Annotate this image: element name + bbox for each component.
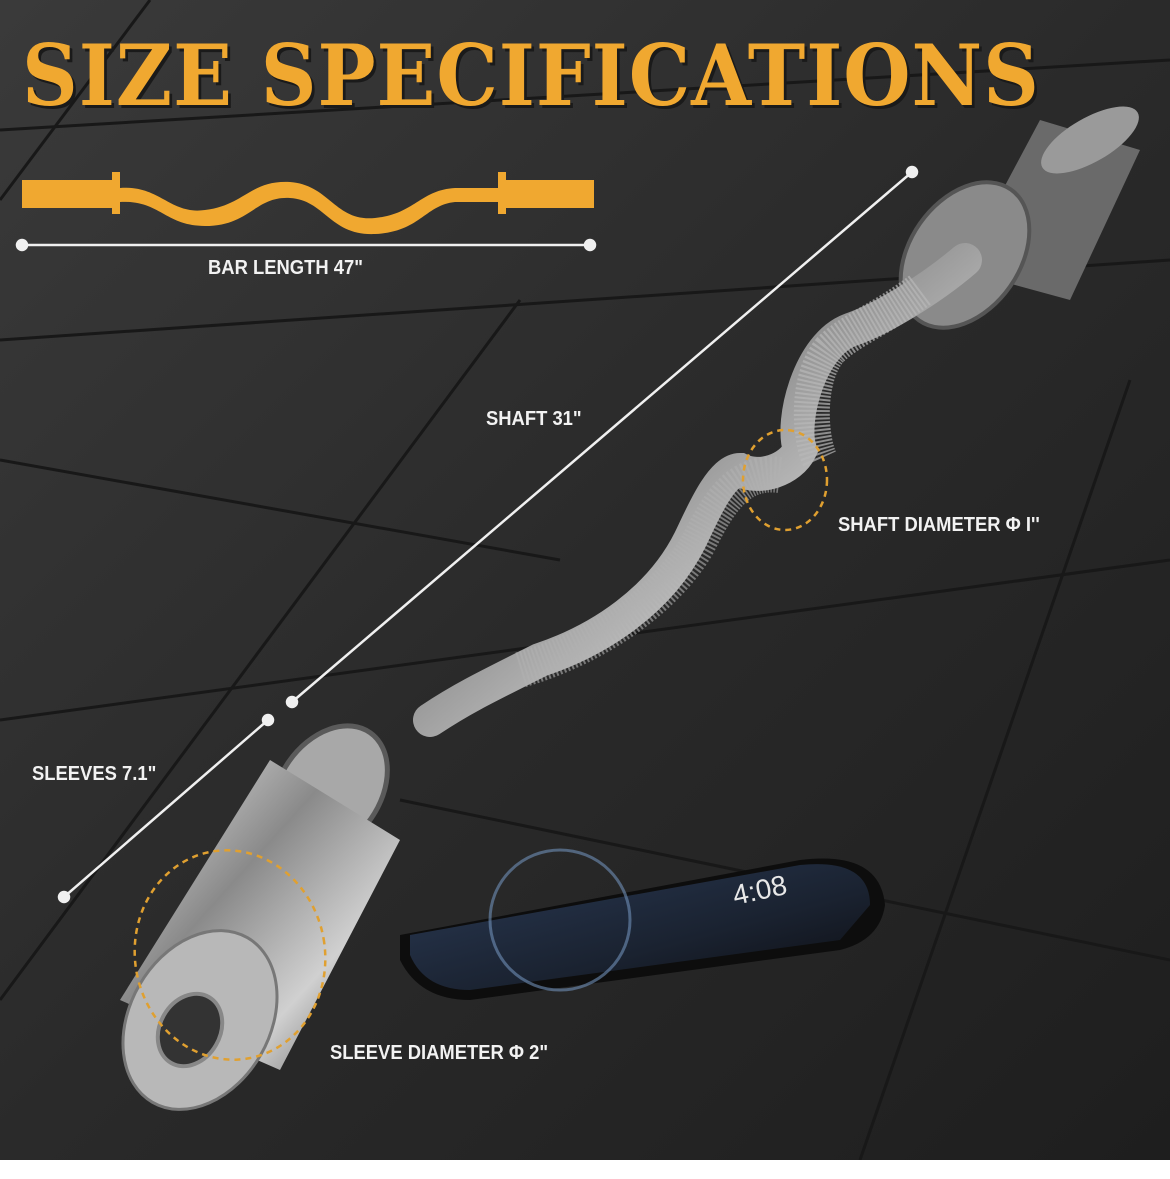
- sleeves-length-label: SLEEVES 7.1": [32, 763, 157, 785]
- smartphone: 4:08: [400, 848, 885, 1000]
- bar-length-label: BAR LENGTH 47": [208, 257, 363, 279]
- shaft-length-label: SHAFT 31": [486, 408, 582, 430]
- knurling-upper: [793, 275, 931, 469]
- curl-bar-icon: [22, 172, 594, 235]
- knurling-lower: [514, 456, 783, 688]
- shaft-diameter-label: SHAFT DIAMETER Φ I'': [838, 514, 1040, 536]
- ez-curl-barbell: [120, 106, 1140, 1111]
- dimension-lines: [15, 165, 919, 904]
- sleeve-diameter-ring: [133, 849, 327, 1061]
- page-title: SIZE SPECIFICATIONS: [22, 26, 1040, 125]
- sleeve-diameter-label: SLEEVE DIAMETER Φ 2": [330, 1042, 549, 1064]
- diameter-indicators: [133, 428, 829, 1061]
- shaft-diameter-ring: [741, 428, 829, 532]
